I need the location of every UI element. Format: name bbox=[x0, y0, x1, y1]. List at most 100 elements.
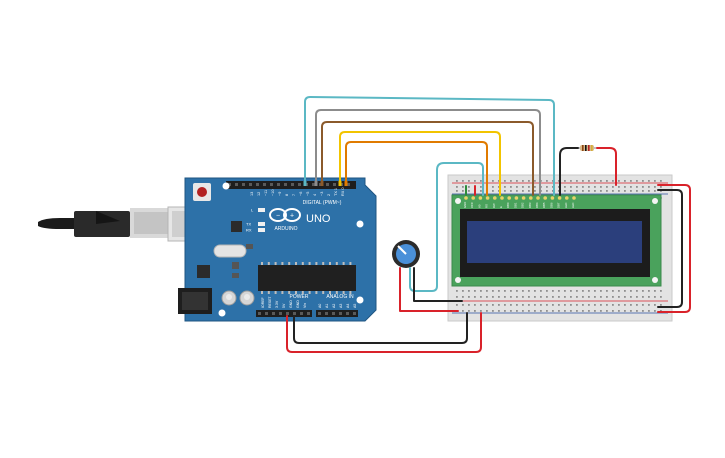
header-pin[interactable] bbox=[279, 312, 282, 315]
lcd-pin[interactable] bbox=[485, 196, 490, 200]
lcd-pin-label: VCC bbox=[470, 202, 474, 208]
analog-pin-label: A3 bbox=[339, 304, 343, 308]
svg-text:TX: TX bbox=[246, 222, 251, 227]
wire-red-right-rail[interactable] bbox=[657, 184, 691, 313]
header-pin[interactable] bbox=[325, 312, 328, 315]
lcd-pin-label: LED bbox=[564, 203, 568, 208]
header-pin[interactable] bbox=[291, 183, 294, 186]
lcd-pin[interactable] bbox=[557, 196, 562, 200]
header-pin[interactable] bbox=[242, 183, 245, 186]
potentiometer[interactable] bbox=[392, 240, 420, 268]
lcd-pin-label: DB3 bbox=[528, 202, 532, 208]
header-pin[interactable] bbox=[258, 312, 261, 315]
header-pin[interactable] bbox=[265, 312, 268, 315]
lcd-pin[interactable] bbox=[521, 196, 526, 200]
lcd-pin[interactable] bbox=[493, 196, 497, 200]
wire-red-pot[interactable] bbox=[399, 267, 459, 312]
wire-yellow[interactable] bbox=[339, 131, 501, 196]
svg-text:−: − bbox=[276, 213, 280, 220]
lcd-pin[interactable] bbox=[471, 196, 476, 200]
wire-gray[interactable] bbox=[315, 109, 541, 196]
wire-black-right-rail[interactable] bbox=[657, 189, 683, 308]
digital-pin-label: 8 bbox=[285, 194, 289, 196]
digital-pin-label: ~10 bbox=[271, 190, 275, 196]
header-pin[interactable] bbox=[346, 312, 349, 315]
header-pin[interactable] bbox=[312, 183, 315, 186]
header-pin[interactable] bbox=[347, 183, 350, 186]
power-pin-label: GND bbox=[296, 300, 300, 308]
lcd-pin-label: LED bbox=[571, 203, 575, 208]
lcd-pin[interactable] bbox=[478, 196, 483, 200]
digital-pin-label: RX 0 bbox=[341, 188, 345, 196]
lcd-pin[interactable] bbox=[550, 196, 555, 200]
lcd-pin[interactable] bbox=[507, 196, 512, 200]
lcd-pin-label: GND bbox=[463, 202, 467, 208]
lcd-pin[interactable] bbox=[543, 196, 547, 200]
header-pin[interactable] bbox=[298, 183, 301, 186]
digital-pin-label: 2 bbox=[327, 194, 331, 196]
header-pin[interactable] bbox=[272, 312, 275, 315]
wire-red-resistor[interactable] bbox=[596, 147, 617, 186]
digital-pin-label: ~11 bbox=[264, 190, 268, 196]
digital-pin-label: ~6 bbox=[299, 192, 303, 196]
wire-cyan-top[interactable] bbox=[304, 96, 555, 196]
lcd-pin[interactable] bbox=[529, 196, 533, 200]
digital-pin-label: TX 1 bbox=[334, 188, 338, 196]
atmega-chip bbox=[258, 265, 356, 291]
lcd-pin[interactable] bbox=[500, 196, 504, 200]
power-header bbox=[256, 310, 312, 317]
lcd-pin[interactable] bbox=[536, 196, 540, 200]
header-pin[interactable] bbox=[284, 183, 287, 186]
header-pin[interactable] bbox=[333, 183, 336, 186]
analog-pin-label: A0 bbox=[318, 304, 322, 308]
header-pin[interactable] bbox=[353, 312, 356, 315]
header-pin[interactable] bbox=[228, 183, 231, 186]
header-pin[interactable] bbox=[307, 312, 310, 315]
header-pin[interactable] bbox=[318, 312, 321, 315]
wire-black-gnd[interactable] bbox=[293, 312, 468, 344]
lcd-pin-label: DB6 bbox=[549, 202, 553, 208]
header-pin[interactable] bbox=[300, 312, 303, 315]
digital-pin-label: 13 bbox=[250, 192, 254, 196]
mount-hole bbox=[222, 182, 230, 190]
lcd-screen bbox=[467, 221, 642, 263]
lcd-pin[interactable] bbox=[565, 196, 569, 200]
header-pin[interactable] bbox=[235, 183, 238, 186]
wire-red-5v[interactable] bbox=[286, 312, 482, 353]
mount-hole bbox=[356, 296, 364, 304]
wire-end-cap bbox=[314, 181, 318, 186]
header-pin[interactable] bbox=[339, 312, 342, 315]
power-label: POWER bbox=[290, 294, 309, 300]
header-pin[interactable] bbox=[286, 312, 289, 315]
wire-orange[interactable] bbox=[345, 141, 488, 196]
header-pin[interactable] bbox=[293, 312, 296, 315]
header-pin[interactable] bbox=[326, 183, 329, 186]
lcd-pin-label: DB0 bbox=[506, 202, 510, 208]
uno-label: UNO bbox=[306, 213, 331, 225]
svg-text:+: + bbox=[290, 213, 294, 220]
lcd-pin[interactable] bbox=[464, 196, 468, 200]
wire-end-cap bbox=[338, 181, 342, 186]
header-pin[interactable] bbox=[256, 183, 259, 186]
header-pin[interactable] bbox=[277, 183, 280, 186]
power-pin-label: Vin bbox=[303, 303, 307, 308]
wire-black-pot[interactable] bbox=[413, 267, 463, 302]
wire-black-resistor[interactable] bbox=[559, 147, 579, 196]
resistor[interactable] bbox=[577, 145, 597, 151]
header-pin[interactable] bbox=[332, 312, 335, 315]
header-pin[interactable] bbox=[249, 183, 252, 186]
header-pin[interactable] bbox=[263, 183, 266, 186]
wire-cyan-pot[interactable] bbox=[409, 162, 484, 292]
power-pin-label: IOREF bbox=[261, 297, 265, 308]
voltage-regulator bbox=[197, 265, 210, 278]
header-pin[interactable] bbox=[270, 183, 273, 186]
digital-pin-label: ~9 bbox=[278, 192, 282, 196]
power-pin-label: GND bbox=[289, 300, 293, 308]
wire-brown[interactable] bbox=[321, 121, 534, 196]
lcd-pin[interactable] bbox=[572, 196, 576, 200]
lcd-pin[interactable] bbox=[514, 196, 519, 200]
lcd-pin-label: DB4 bbox=[535, 202, 539, 208]
